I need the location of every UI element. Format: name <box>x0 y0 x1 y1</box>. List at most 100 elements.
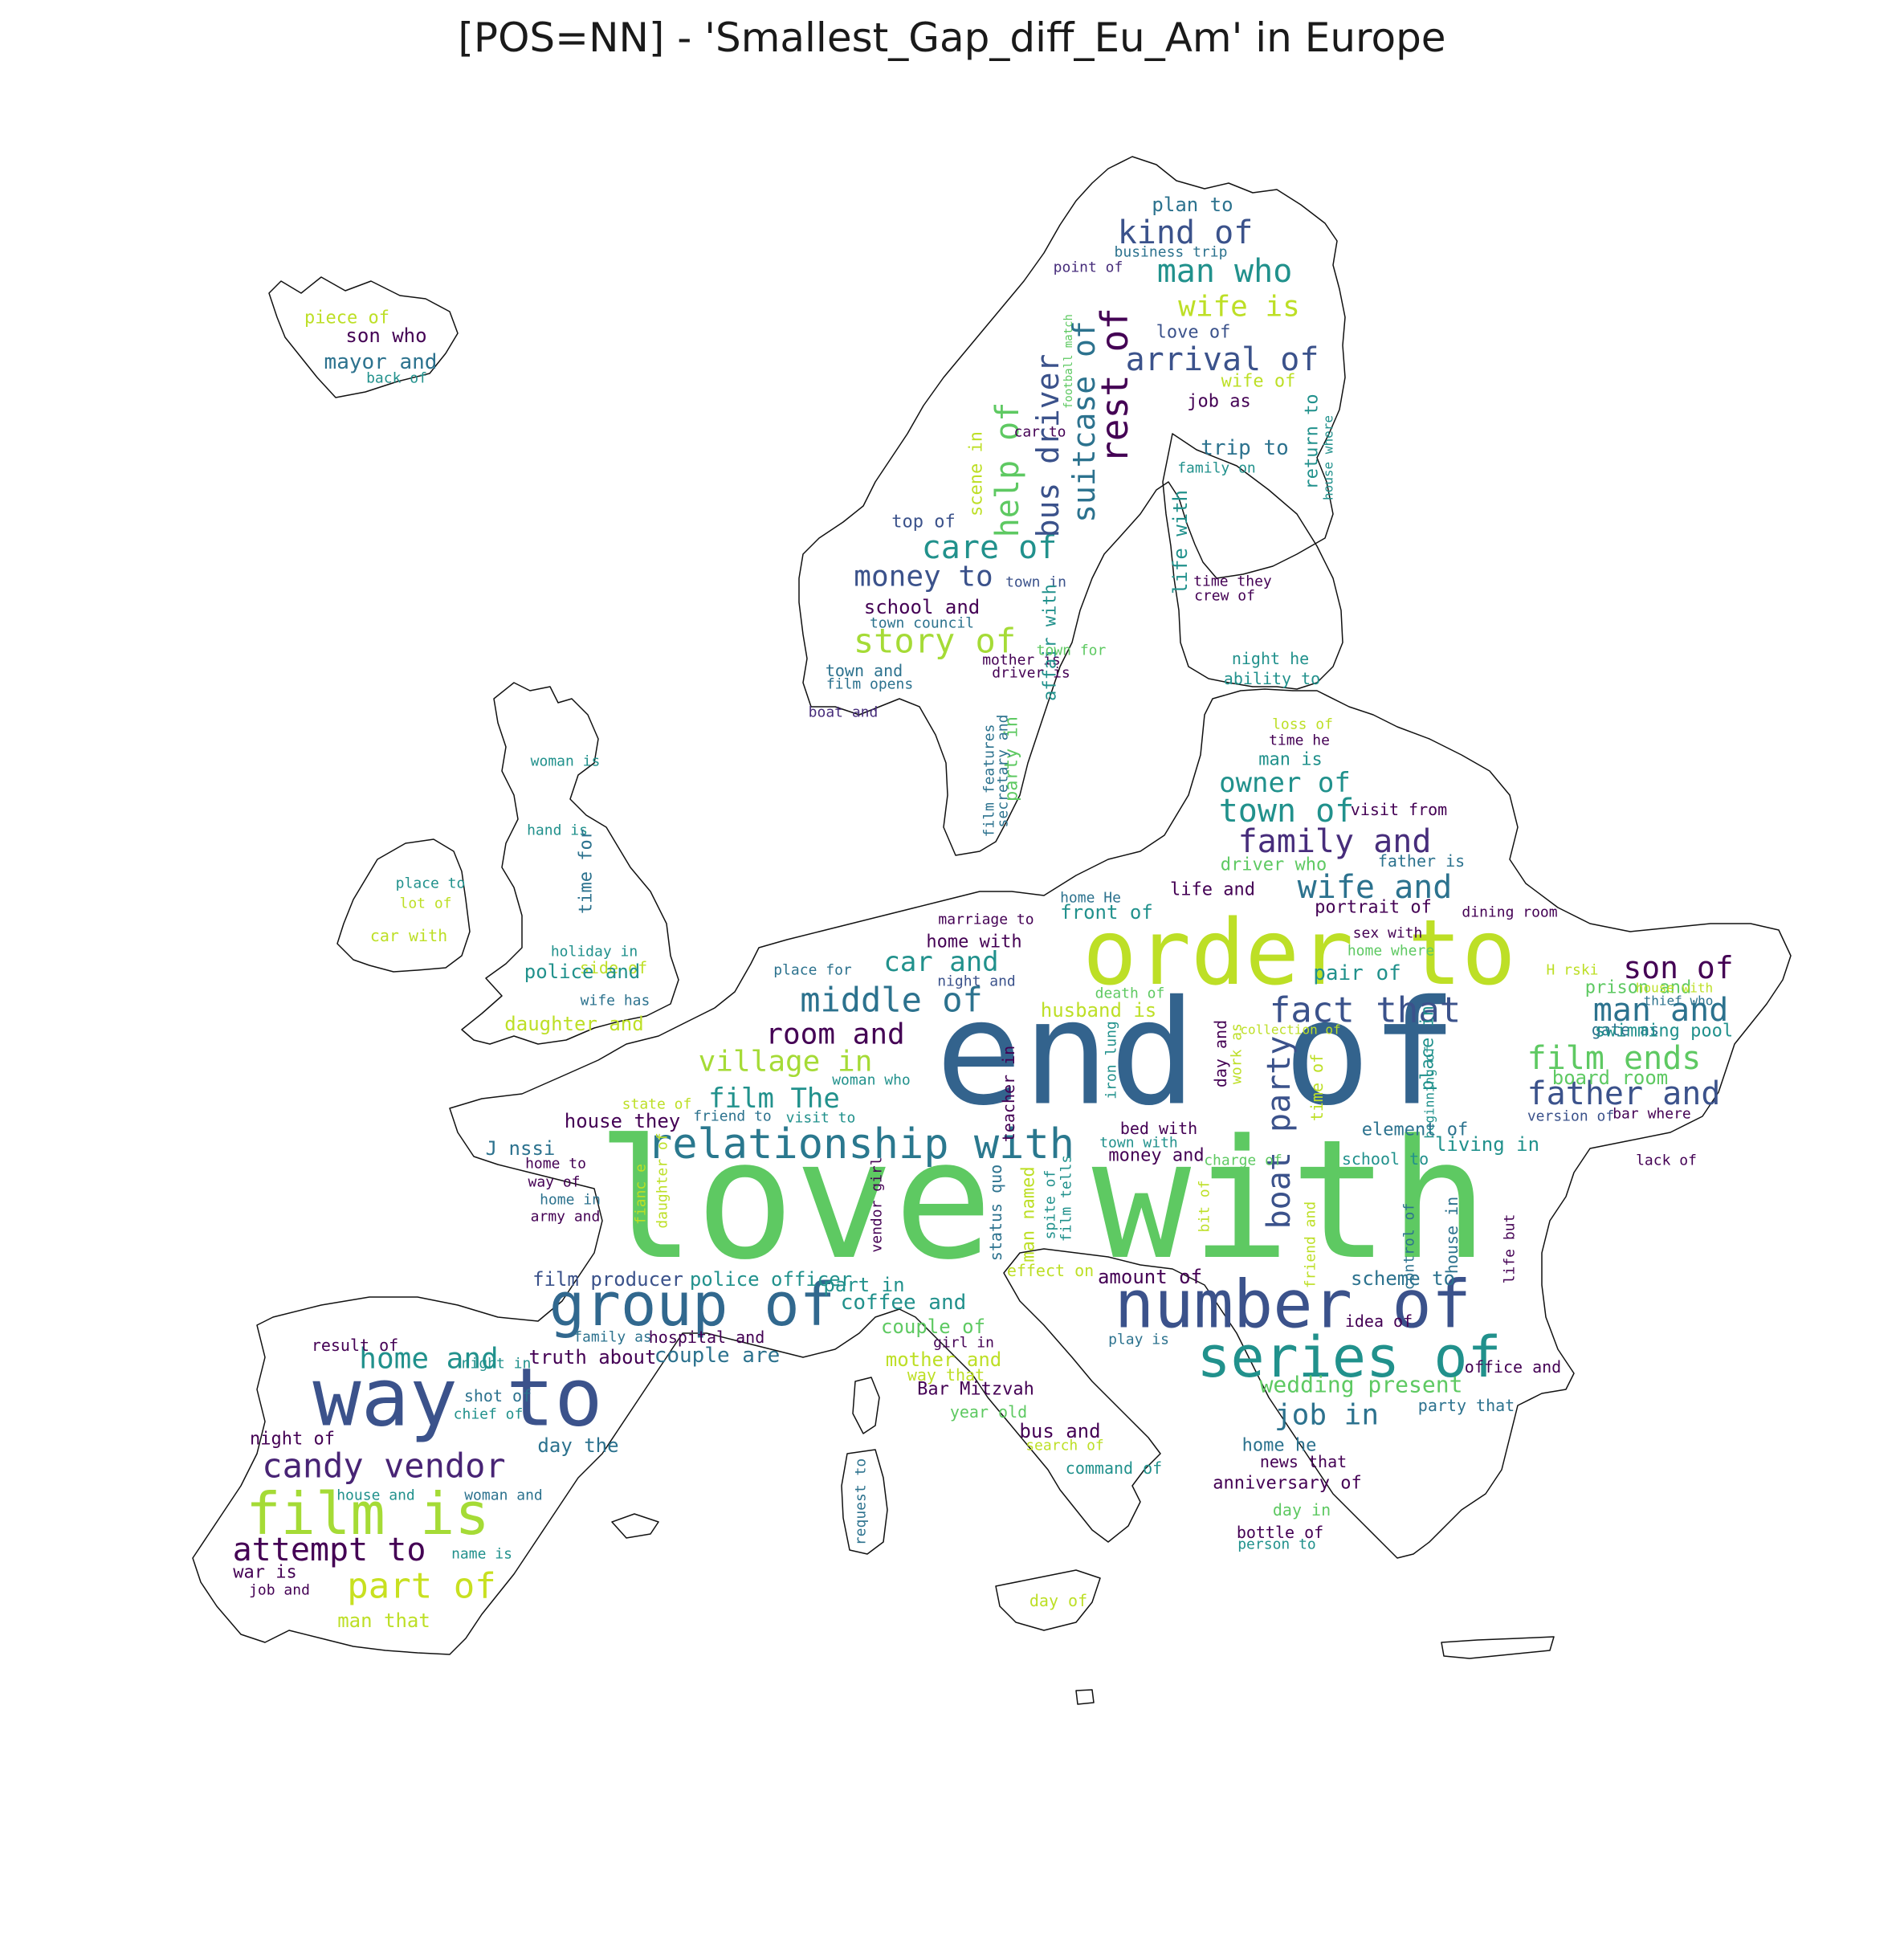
cloud-word: driver who <box>1221 855 1327 875</box>
cloud-word: woman and <box>464 1487 543 1504</box>
cloud-word: lack of <box>1636 1152 1697 1169</box>
cloud-word: police officer <box>690 1268 852 1291</box>
mainland-europe-outline <box>192 688 1792 1655</box>
cloud-word: home to <box>525 1156 586 1173</box>
cloud-word: thief who <box>1644 993 1714 1009</box>
cloud-word: house in <box>1442 1197 1462 1274</box>
cloud-word: office and <box>1465 1357 1561 1377</box>
cloud-word: woman who <box>832 1072 911 1089</box>
cloud-word: way to <box>312 1351 602 1445</box>
cloud-word: football match <box>1062 314 1075 409</box>
cloud-word: car to <box>1013 424 1066 441</box>
cloud-word: point of <box>1054 259 1123 276</box>
cloud-word: group of <box>549 1271 835 1340</box>
cloud-word: year old <box>950 1402 1027 1422</box>
cloud-word: time for <box>577 829 597 914</box>
cloud-word: request to <box>853 1458 870 1545</box>
cloud-word: town and <box>826 661 903 680</box>
cloud-word: money and <box>1108 1146 1204 1166</box>
cloud-word: town with <box>1099 1135 1178 1152</box>
cloud-word: home and <box>359 1343 498 1376</box>
cloud-word: film tells <box>1058 1155 1075 1242</box>
cloud-word: friend to <box>693 1108 772 1125</box>
cloud-word: news that <box>1260 1452 1347 1471</box>
cloud-word: amount of <box>1098 1266 1202 1288</box>
cloud-word: side of <box>580 958 647 977</box>
cloud-word: family and <box>1238 823 1432 860</box>
cloud-word: daughter and <box>504 1013 643 1035</box>
cloud-word: chief of <box>454 1406 524 1423</box>
cloud-word: way that <box>907 1365 985 1385</box>
scandinavia-outline <box>798 156 1346 856</box>
cloud-word: H rski <box>1546 962 1598 979</box>
cloud-word: home where <box>1347 943 1434 960</box>
cloud-word: part of <box>347 1566 495 1607</box>
cloud-word: couple are <box>654 1344 781 1368</box>
cloud-word: village in <box>699 1046 873 1079</box>
cloud-word: home in <box>540 1192 601 1209</box>
cloud-word: status quo <box>986 1165 1005 1261</box>
cloud-word: part in <box>823 1274 904 1296</box>
cloud-word: truth about <box>529 1346 657 1369</box>
crete-outline <box>1441 1636 1555 1659</box>
cloud-word: town of <box>1219 793 1355 830</box>
cloud-word: girl in <box>933 1335 994 1352</box>
cloud-word: play is <box>1108 1332 1169 1348</box>
cloud-word: night in <box>462 1356 532 1373</box>
cloud-word: job and <box>249 1582 310 1599</box>
cloud-word: suitcase of <box>1066 320 1102 523</box>
cloud-word: husband is <box>1041 999 1157 1022</box>
cloud-word: film is <box>246 1480 489 1548</box>
cloud-word: control of <box>1401 1203 1418 1290</box>
cloud-word: state of <box>622 1096 692 1113</box>
balearic-outline <box>611 1513 659 1539</box>
cloud-word: bus driver <box>1030 354 1066 538</box>
cloud-word: town in <box>1005 574 1066 591</box>
cloud-word: bit of <box>1197 1180 1213 1232</box>
cloud-word: arrival of <box>1126 341 1319 378</box>
iceland-outline <box>268 276 459 398</box>
europe-outline <box>192 156 1792 1705</box>
cloud-word: board room <box>1552 1067 1669 1089</box>
cloud-word: car with <box>370 926 447 945</box>
cloud-word: man that <box>337 1609 430 1632</box>
cloud-word: night of <box>250 1430 335 1450</box>
cloud-word: boat party <box>1261 1036 1298 1230</box>
cloud-word: lot of <box>399 895 451 912</box>
sicily-outline <box>995 1569 1101 1631</box>
cloud-word: party in <box>1002 716 1022 802</box>
cloud-word: hospital and <box>649 1328 765 1347</box>
finland-outline <box>1162 433 1343 690</box>
cloud-word: crew of <box>1194 588 1255 605</box>
cloud-word: family on <box>1177 460 1256 477</box>
cloud-word: day and <box>1211 1020 1230 1087</box>
cloud-word: command of <box>1066 1458 1162 1478</box>
cloud-word: search of <box>1025 1438 1104 1454</box>
cloud-word: love with <box>597 1105 1489 1296</box>
cloud-word: teacher in <box>999 1046 1018 1142</box>
cloud-word: place to <box>396 875 466 892</box>
cloud-word: scheme to <box>1351 1267 1455 1290</box>
cloud-word: order to <box>1082 901 1515 1006</box>
cloud-word: day the <box>537 1434 618 1457</box>
cloud-word: life and <box>1170 880 1255 900</box>
cloud-word: man named <box>1019 1166 1039 1262</box>
cloud-word: man is <box>1258 750 1322 770</box>
cloud-word: Bar Mitzvah <box>917 1380 1034 1400</box>
cloud-word: life with <box>1169 490 1192 594</box>
cloud-word: car and <box>883 946 998 978</box>
cloud-word: couple of <box>881 1316 985 1338</box>
corsica-outline <box>852 1377 880 1434</box>
cloud-word: daughter of <box>654 1132 671 1228</box>
cloud-word: living in <box>1435 1133 1539 1156</box>
cloud-word: owner of <box>1219 767 1351 799</box>
cloud-word: pair of <box>1313 961 1401 985</box>
cloud-word: fianc e <box>633 1164 650 1225</box>
cloud-word: top of <box>891 512 955 532</box>
cloud-word: J nssi <box>486 1137 556 1160</box>
cloud-word: fact that <box>1270 990 1461 1031</box>
cloud-word: beginning of <box>1422 1046 1437 1139</box>
sardinia-outline <box>841 1449 888 1555</box>
cloud-word: death of <box>1095 985 1165 1002</box>
